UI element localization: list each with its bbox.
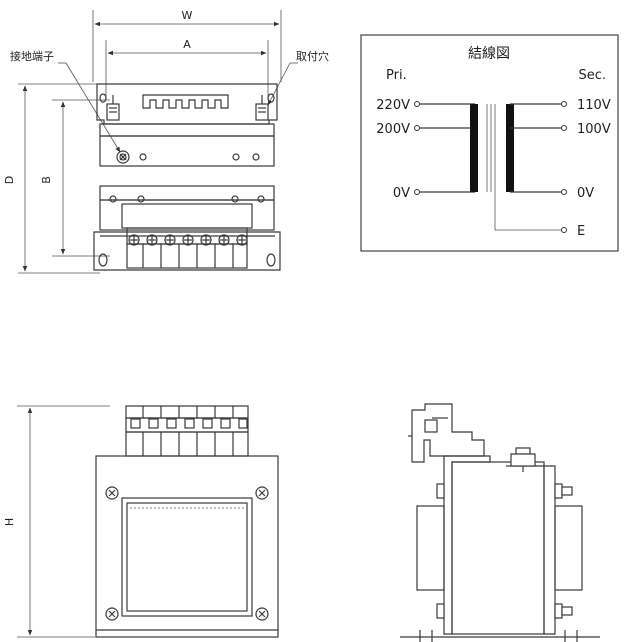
lower-bracket — [93, 185, 281, 271]
ground-terminal-callout: 接地端子 — [10, 50, 54, 63]
dim-a: A — [105, 38, 269, 100]
pri-220-label: 220V — [376, 98, 410, 113]
side-view — [400, 403, 600, 642]
dim-d-label: D — [3, 176, 16, 184]
sec-0-label: 0V — [577, 186, 594, 201]
wiring-frame — [360, 34, 619, 252]
front-view: H — [3, 405, 279, 638]
bolt-icon — [510, 447, 536, 472]
ground-screw-icon — [116, 150, 130, 164]
dim-b-label: B — [40, 176, 53, 184]
sec-110-label: 110V — [577, 98, 611, 113]
wiring-diagram: 結線図 Pri. Sec. 220V 200V 0V 110V 100V 0V … — [360, 34, 619, 252]
secondary-winding — [506, 104, 514, 192]
wiring-title: 結線図 — [468, 46, 510, 62]
earth-label: E — [577, 224, 585, 239]
dim-w: W — [92, 9, 282, 82]
pri-0-label: 0V — [393, 186, 410, 201]
dim-d: D — [3, 83, 100, 274]
primary-winding — [470, 104, 478, 192]
mounting-hole-callout: 取付穴 — [296, 49, 329, 63]
upper-plate — [99, 123, 275, 167]
sec-100-label: 100V — [577, 122, 611, 137]
terminal-row-top — [126, 227, 248, 269]
primary-label: Pri. — [386, 68, 407, 83]
dim-a-label: A — [183, 38, 191, 51]
corner-screws — [105, 486, 269, 621]
side-bolts — [436, 483, 573, 619]
upper-bracket — [96, 83, 278, 125]
top-view: W A D B 接地端子 取付穴 — [3, 9, 329, 274]
pri-200-label: 200V — [376, 122, 410, 137]
terminal-screws-front — [130, 418, 248, 429]
dim-w-label: W — [182, 9, 193, 22]
secondary-label: Sec. — [578, 68, 606, 83]
dim-h-label: H — [3, 518, 16, 526]
